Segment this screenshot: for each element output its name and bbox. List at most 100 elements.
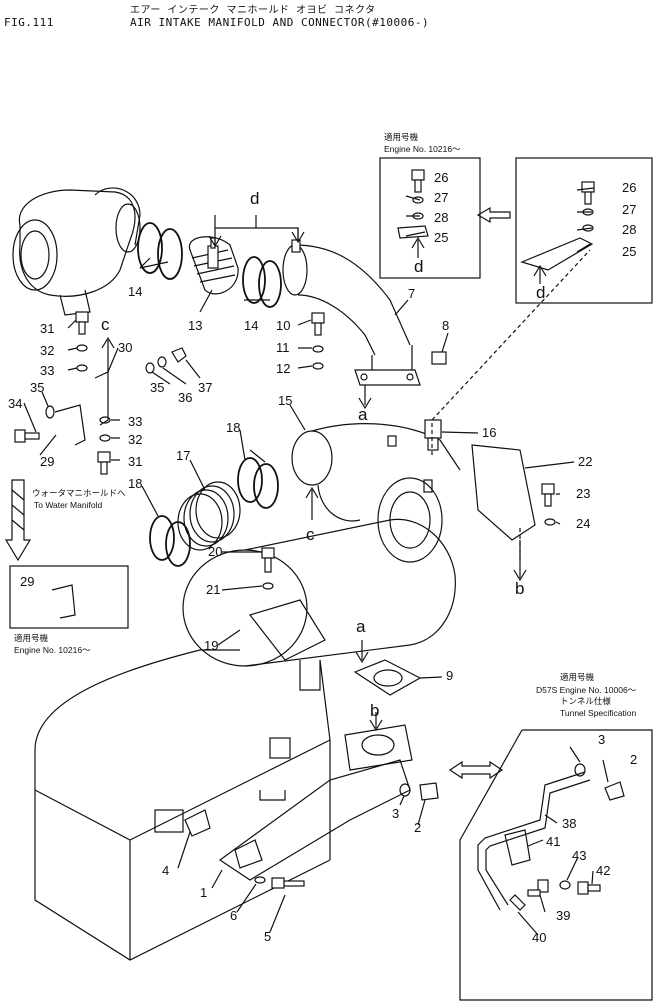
part-number-40: 40 bbox=[532, 930, 546, 945]
inset-box-top bbox=[379, 157, 481, 279]
part-number-35: 35 bbox=[30, 380, 44, 395]
part-number-32: 32 bbox=[40, 343, 54, 358]
washer-3 bbox=[399, 783, 411, 797]
part-number-23: 23 bbox=[576, 486, 590, 501]
tunnel-note-en1: D57S Engine No. 10006～ bbox=[536, 685, 637, 695]
part-number-8: 8 bbox=[442, 318, 449, 333]
part-number-27: 27 bbox=[622, 202, 636, 217]
seal-ring-18d bbox=[165, 521, 191, 567]
ref-letter-d: d bbox=[250, 189, 259, 208]
seal-ring-18a bbox=[237, 457, 263, 503]
washer-43 bbox=[559, 880, 571, 890]
part-number-3-tunnel: 3 bbox=[598, 732, 605, 747]
seal-ring-14c bbox=[242, 256, 266, 304]
title-english: AIR INTAKE MANIFOLD AND CONNECTOR(#10006… bbox=[130, 16, 430, 29]
part-number-36: 36 bbox=[178, 390, 192, 405]
part-number-5: 5 bbox=[264, 929, 271, 944]
part-number-37: 37 bbox=[198, 380, 212, 395]
part-number-34: 34 bbox=[8, 396, 22, 411]
washer-33a bbox=[76, 364, 88, 372]
bottom-left-note-en: Engine No. 10216～ bbox=[14, 645, 91, 655]
intake-manifold-1 bbox=[218, 724, 413, 881]
water-manifold-en: To Water Manifold bbox=[34, 500, 102, 510]
part-number-21: 21 bbox=[206, 582, 220, 597]
part-number-43: 43 bbox=[572, 848, 586, 863]
part-number-42: 42 bbox=[596, 863, 610, 878]
ref-arrow-a-bottom bbox=[355, 640, 369, 664]
part-number-2-tunnel: 2 bbox=[630, 752, 637, 767]
part-number-10: 10 bbox=[276, 318, 290, 333]
part-number-7: 7 bbox=[408, 286, 415, 301]
part-number-6: 6 bbox=[230, 908, 237, 923]
fitting-40 bbox=[509, 894, 526, 911]
part-number-31: 31 bbox=[128, 454, 142, 469]
part-number-15: 15 bbox=[278, 393, 292, 408]
part-number-14: 14 bbox=[244, 318, 258, 333]
top-inset-note-en: Engine No. 10216～ bbox=[384, 144, 461, 154]
ref-arrow-d-right bbox=[533, 264, 547, 284]
figure-number: FIG.111 bbox=[4, 16, 54, 29]
washer-21 bbox=[262, 582, 274, 590]
bellows-13 bbox=[188, 236, 239, 295]
ref-arrow-d-inset bbox=[411, 236, 425, 258]
part-number-27-inset: 27 bbox=[434, 190, 448, 205]
part-number-30: 30 bbox=[118, 340, 132, 355]
tunnel-note-jp2: トンネル仕様 bbox=[560, 696, 611, 706]
ref-letter-c: c bbox=[101, 315, 110, 334]
ref-letter-a: a bbox=[358, 405, 368, 424]
part-number-25: 25 bbox=[622, 244, 636, 259]
tube-38 bbox=[477, 771, 591, 911]
bolt-20 bbox=[261, 547, 275, 573]
plug-2-tunnel bbox=[604, 781, 625, 801]
aftercooler-19 bbox=[182, 477, 456, 691]
plug-2 bbox=[419, 782, 439, 801]
clip-29 bbox=[54, 404, 86, 446]
washer-27-inset bbox=[412, 196, 424, 204]
bolt-39 bbox=[527, 879, 549, 897]
part-number-13: 13 bbox=[188, 318, 202, 333]
part-number-26-inset: 26 bbox=[434, 170, 448, 185]
part-number-35: 35 bbox=[150, 380, 164, 395]
bolt-31a bbox=[75, 311, 89, 335]
washer-32a bbox=[76, 344, 88, 352]
inset-box-right bbox=[515, 157, 653, 304]
turbocharger bbox=[12, 187, 141, 316]
engine-block bbox=[34, 649, 331, 961]
bolt-26-inset bbox=[411, 169, 425, 193]
ref-letter-c: c bbox=[306, 525, 315, 544]
plate-25 bbox=[520, 237, 594, 271]
bracket-22 bbox=[471, 444, 536, 541]
part-number-18: 18 bbox=[128, 476, 142, 491]
bolt-10 bbox=[311, 312, 325, 336]
ref-letter-b: b bbox=[370, 701, 379, 720]
part-number-31: 31 bbox=[40, 321, 54, 336]
part-number-9: 9 bbox=[446, 668, 453, 683]
ref-arrow-b-bottom bbox=[369, 712, 383, 732]
part-number-14: 14 bbox=[128, 284, 142, 299]
part-number-41: 41 bbox=[546, 834, 560, 849]
part-number-22: 22 bbox=[578, 454, 592, 469]
top-inset-note-jp: 適用号機 bbox=[384, 132, 419, 142]
part-number-16: 16 bbox=[482, 425, 496, 440]
part-number-33: 33 bbox=[128, 414, 142, 429]
part-number-2: 2 bbox=[414, 820, 421, 835]
nut-37 bbox=[171, 347, 187, 363]
seal-ring-14a bbox=[137, 222, 163, 274]
bolt-34 bbox=[14, 429, 40, 443]
seal-ring-14d bbox=[258, 260, 282, 308]
washer-11 bbox=[312, 345, 324, 353]
bellows-17 bbox=[177, 481, 241, 551]
tunnel-note-jp1: 適用号機 bbox=[560, 672, 595, 682]
seal-ring-18b bbox=[253, 463, 279, 509]
bottom-left-note-jp: 適用号機 bbox=[14, 633, 49, 643]
part-number-4: 4 bbox=[162, 863, 169, 878]
washer-36 bbox=[157, 356, 167, 368]
water-manifold-jp: ウォータマニホールドへ bbox=[32, 488, 126, 498]
ref-letter-d: d bbox=[536, 283, 545, 302]
part-number-28: 28 bbox=[622, 222, 636, 237]
part-number-1: 1 bbox=[200, 885, 207, 900]
washer-28 bbox=[582, 224, 594, 232]
bolt-26 bbox=[581, 181, 595, 205]
sensor-16 bbox=[424, 419, 442, 451]
